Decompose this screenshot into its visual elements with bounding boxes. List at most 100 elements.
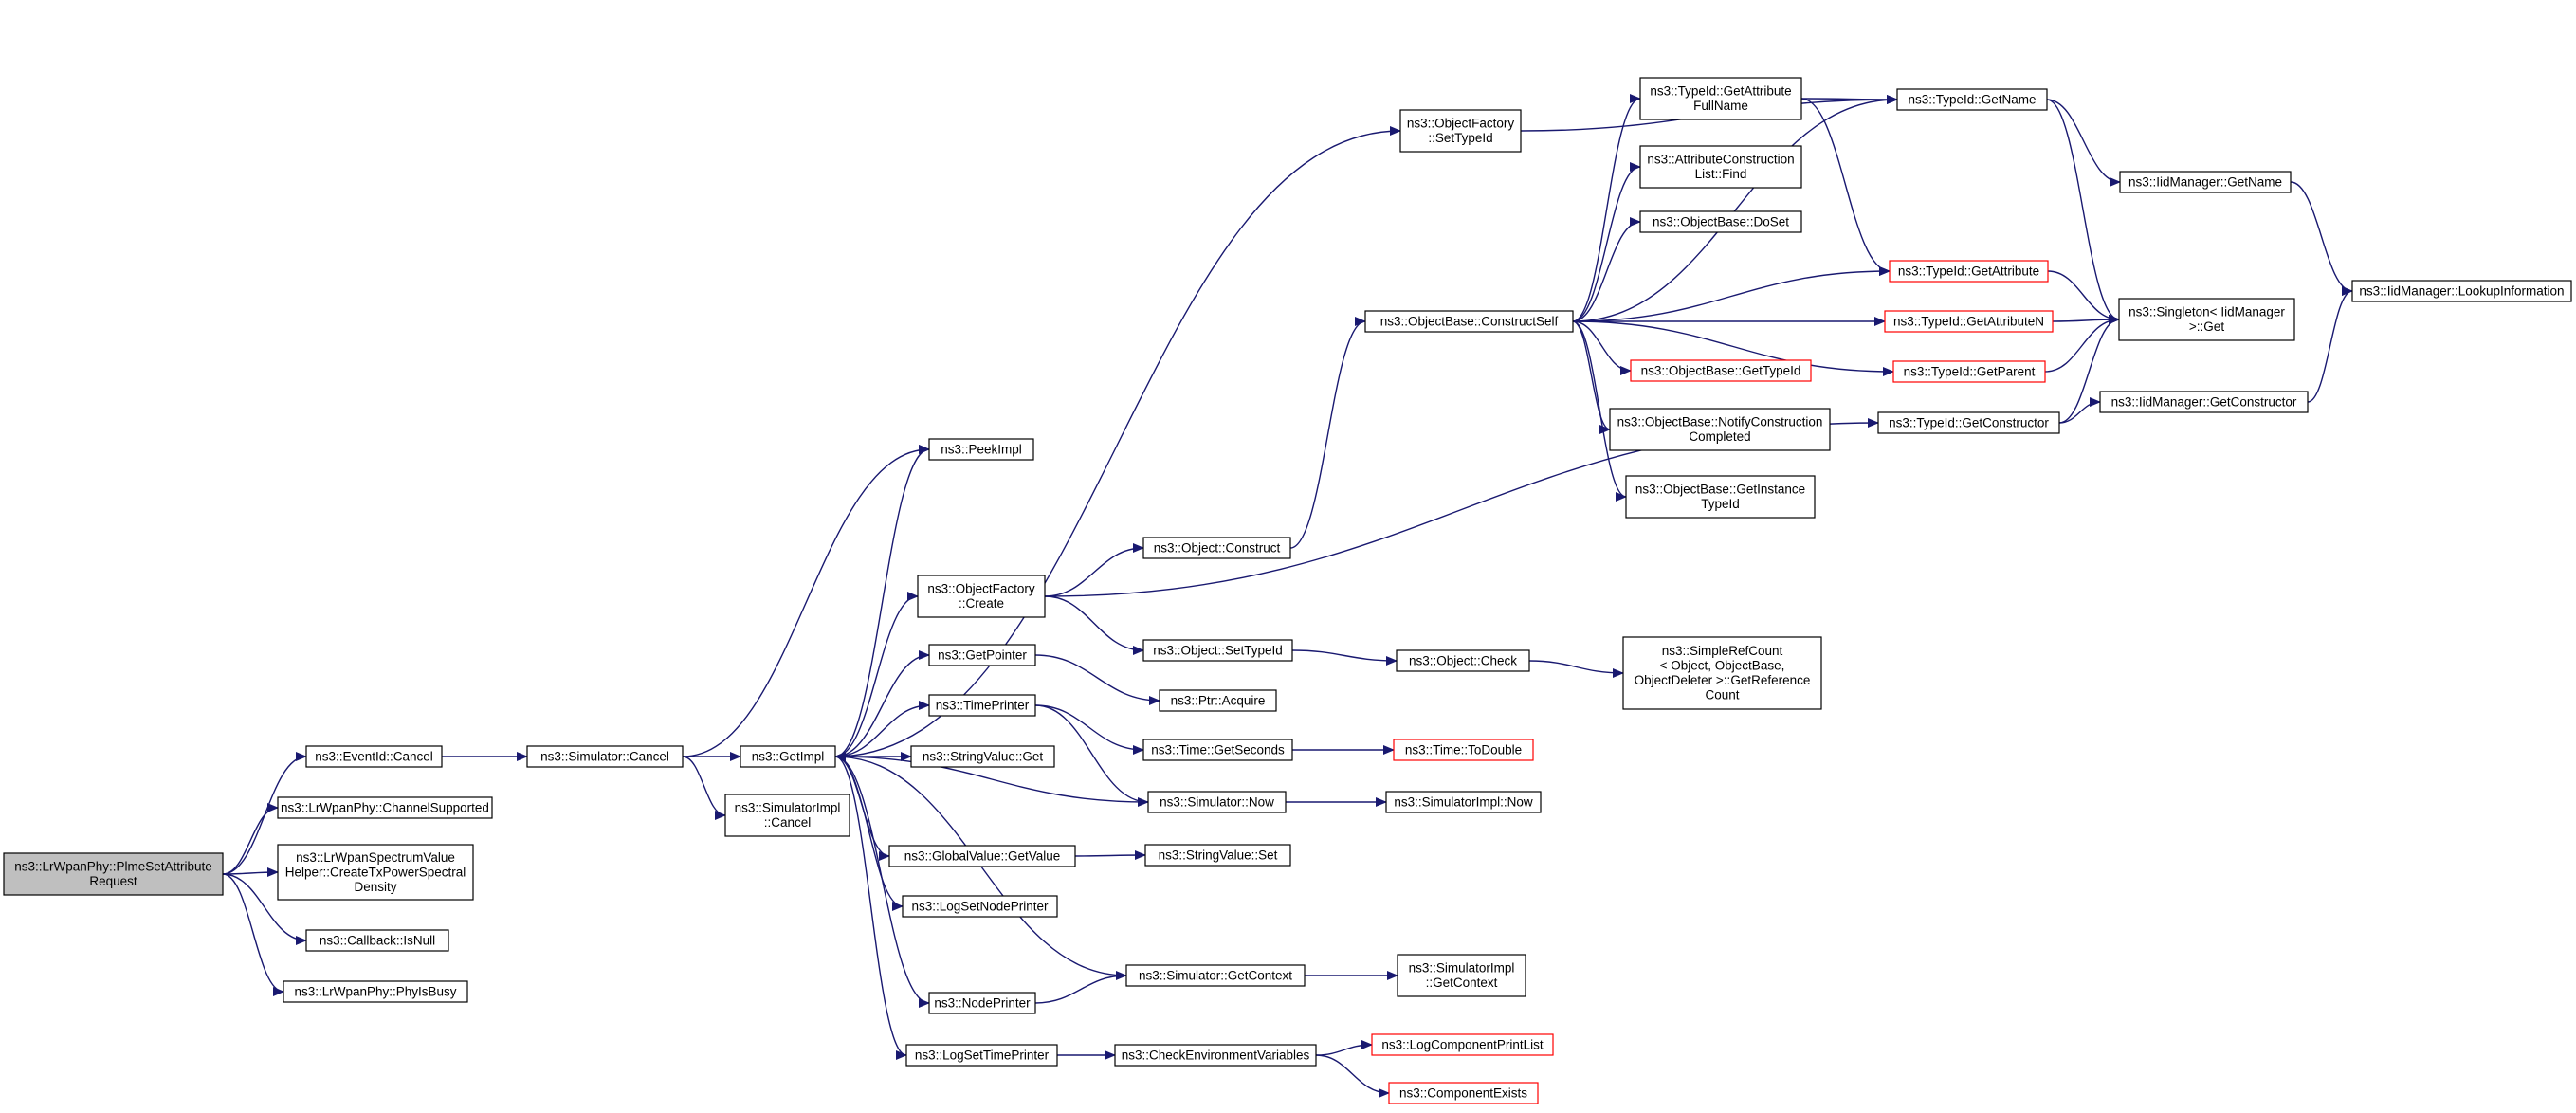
node-singleton-get[interactable]: ns3::Singleton< IidManager >::Get: [2118, 298, 2295, 341]
node-box-callback-isnull: [305, 929, 449, 952]
edge-getpointer-to-ptr-acquire: [1034, 654, 1160, 705]
node-typeid-getattributen[interactable]: ns3::TypeId::GetAttributeN: [1884, 310, 2054, 333]
node-simulator-getcontext[interactable]: ns3::Simulator::GetContext: [1125, 964, 1306, 987]
node-getimpl[interactable]: ns3::GetImpl: [740, 745, 836, 768]
node-stringvalue-get[interactable]: ns3::StringValue::Get: [910, 745, 1055, 768]
node-eventid-cancel[interactable]: ns3::EventId::Cancel: [305, 745, 443, 768]
edge-objbase-constructself-to-objbase-notify: [1572, 320, 1611, 434]
node-label-root-line-1: ns3::LrWpanPhy::PlmeSetAttribute: [14, 860, 212, 874]
node-object-construct[interactable]: ns3::Object::Construct: [1142, 537, 1291, 559]
call-edges: [222, 94, 2353, 1098]
node-label-objfactory-create-line-2: ::Create: [959, 596, 1004, 611]
edge-check-env-vars-to-componentexists: [1315, 1054, 1390, 1098]
node-label-simulator-cancel-line-1: ns3::Simulator::Cancel: [540, 749, 669, 763]
node-time-getseconds[interactable]: ns3::Time::GetSeconds: [1142, 739, 1293, 761]
node-label-objbase-getinstance-line-1: ns3::ObjectBase::GetInstance: [1635, 483, 1805, 497]
node-label-typeid-getattributen-line-1: ns3::TypeId::GetAttributeN: [1893, 314, 2044, 328]
node-box-peekimpl: [928, 438, 1034, 461]
node-box-attrconstr-find: [1639, 145, 1802, 189]
node-box-simimpl-cancel: [724, 794, 850, 837]
node-simplerefcount[interactable]: ns3::SimpleRefCount< Object, ObjectBase,…: [1622, 636, 1822, 710]
node-iidmanager-getconstructor[interactable]: ns3::IidManager::GetConstructor: [2099, 391, 2309, 413]
node-box-stringvalue-set: [1144, 844, 1291, 867]
node-simimpl-now[interactable]: ns3::SimulatorImpl::Now: [1385, 791, 1542, 813]
node-box-getpointer: [928, 644, 1036, 666]
node-label-simimpl-now-line-1: ns3::SimulatorImpl::Now: [1394, 794, 1533, 809]
edge-object-construct-to-objbase-constructself: [1289, 317, 1366, 549]
node-logsettimeprinter[interactable]: ns3::LogSetTimePrinter: [905, 1044, 1058, 1067]
node-getpointer[interactable]: ns3::GetPointer: [928, 644, 1036, 666]
node-box-objbase-getinstance: [1625, 475, 1816, 519]
node-simulator-cancel[interactable]: ns3::Simulator::Cancel: [526, 745, 684, 768]
node-label-object-settypeid-line-1: ns3::Object::SetTypeId: [1153, 643, 1283, 657]
node-timeprinter[interactable]: ns3::TimePrinter: [928, 694, 1036, 717]
edge-typeid-getattr-fullname-to-typeid-getattribute: [1800, 98, 1891, 276]
node-box-componentexists: [1388, 1082, 1539, 1104]
node-label-globalvalue-getvalue-line-1: ns3::GlobalValue::GetValue: [904, 848, 1061, 863]
node-label-create-tx-psd-line-2: Helper::CreateTxPowerSpectral: [285, 865, 466, 879]
node-logsetnodeprinter[interactable]: ns3::LogSetNodePrinter: [902, 895, 1058, 918]
node-label-objbase-gettypeid-line-1: ns3::ObjectBase::GetTypeId: [1641, 363, 1801, 377]
node-objfactory-create[interactable]: ns3::ObjectFactory::Create: [917, 575, 1046, 618]
node-channel-supported[interactable]: ns3::LrWpanPhy::ChannelSupported: [277, 796, 493, 819]
edge-timeprinter-to-simulator-now: [1034, 704, 1149, 807]
node-create-tx-psd[interactable]: ns3::LrWpanSpectrumValueHelper::CreateTx…: [277, 844, 474, 901]
node-label-channel-supported-line-1: ns3::LrWpanPhy::ChannelSupported: [281, 800, 489, 814]
node-globalvalue-getvalue[interactable]: ns3::GlobalValue::GetValue: [888, 845, 1076, 867]
node-typeid-getconstructor[interactable]: ns3::TypeId::GetConstructor: [1877, 411, 2060, 434]
node-objbase-notify[interactable]: ns3::ObjectBase::NotifyConstructionCompl…: [1609, 408, 1831, 451]
edge-objbase-constructself-to-objbase-gettypeid: [1572, 320, 1632, 375]
node-label-object-construct-line-1: ns3::Object::Construct: [1154, 540, 1281, 555]
node-phy-is-busy[interactable]: ns3::LrWpanPhy::PhyIsBusy: [283, 980, 468, 1003]
node-object-settypeid[interactable]: ns3::Object::SetTypeId: [1142, 639, 1293, 662]
node-ptr-acquire[interactable]: ns3::Ptr::Acquire: [1159, 689, 1277, 712]
node-label-objbase-doset-line-1: ns3::ObjectBase::DoSet: [1653, 214, 1789, 228]
node-simimpl-getcontext[interactable]: ns3::SimulatorImpl::GetContext: [1397, 954, 1526, 997]
node-iidmanager-getname[interactable]: ns3::IidManager::GetName: [2119, 171, 2292, 193]
node-simimpl-cancel[interactable]: ns3::SimulatorImpl::Cancel: [724, 794, 850, 837]
node-box-objfactory-create: [917, 575, 1046, 618]
node-box-object-construct: [1142, 537, 1291, 559]
node-typeid-getname[interactable]: ns3::TypeId::GetName: [1896, 88, 2048, 111]
node-iidmanager-lookup[interactable]: ns3::IidManager::LookupInformation: [2351, 280, 2572, 302]
node-objbase-gettypeid[interactable]: ns3::ObjectBase::GetTypeId: [1630, 359, 1812, 382]
node-peekimpl[interactable]: ns3::PeekImpl: [928, 438, 1034, 461]
node-typeid-getattribute[interactable]: ns3::TypeId::GetAttribute: [1889, 260, 2049, 283]
node-label-objbase-notify-line-2: Completed: [1689, 429, 1750, 444]
node-label-typeid-getattr-fullname-line-2: FullName: [1693, 99, 1748, 113]
node-label-object-check-line-1: ns3::Object::Check: [1409, 653, 1517, 667]
edge-getimpl-to-logsettimeprinter: [834, 756, 907, 1060]
node-box-typeid-getattributen: [1884, 310, 2054, 333]
node-box-iidmanager-getname: [2119, 171, 2292, 193]
edge-getimpl-to-objfactory-settypeid: [834, 126, 1401, 757]
node-box-simulator-now: [1147, 791, 1287, 813]
node-componentexists[interactable]: ns3::ComponentExists: [1388, 1082, 1539, 1104]
node-typeid-getparent[interactable]: ns3::TypeId::GetParent: [1892, 360, 2046, 383]
edge-objbase-constructself-to-objbase-getinstance: [1572, 320, 1627, 502]
node-time-todouble[interactable]: ns3::Time::ToDouble: [1393, 739, 1534, 761]
node-box-iidmanager-getconstructor: [2099, 391, 2309, 413]
node-nodeprinter[interactable]: ns3::NodePrinter: [928, 992, 1036, 1014]
node-box-objbase-notify: [1609, 408, 1831, 451]
edge-getimpl-to-objfactory-create: [834, 592, 919, 757]
node-simulator-now[interactable]: ns3::Simulator::Now: [1147, 791, 1287, 813]
node-stringvalue-set[interactable]: ns3::StringValue::Set: [1144, 844, 1291, 867]
edge-objbase-constructself-to-attrconstr-find: [1572, 162, 1641, 322]
node-check-env-vars[interactable]: ns3::CheckEnvironmentVariables: [1114, 1044, 1317, 1067]
node-objbase-constructself[interactable]: ns3::ObjectBase::ConstructSelf: [1364, 310, 1574, 333]
node-objbase-doset[interactable]: ns3::ObjectBase::DoSet: [1639, 210, 1802, 233]
edge-nodeprinter-to-simulator-getcontext: [1034, 971, 1127, 1004]
node-callback-isnull[interactable]: ns3::Callback::IsNull: [305, 929, 449, 952]
edge-objbase-constructself-to-typeid-getattr-fullname: [1572, 94, 1641, 322]
node-object-check[interactable]: ns3::Object::Check: [1396, 649, 1530, 672]
node-objfactory-settypeid[interactable]: ns3::ObjectFactory::SetTypeId: [1399, 109, 1522, 153]
node-logcomponentprintlist[interactable]: ns3::LogComponentPrintList: [1371, 1033, 1554, 1056]
node-box-typeid-getattr-fullname: [1639, 77, 1802, 120]
node-box-typeid-getconstructor: [1877, 411, 2060, 434]
node-box-simimpl-getcontext: [1397, 954, 1526, 997]
